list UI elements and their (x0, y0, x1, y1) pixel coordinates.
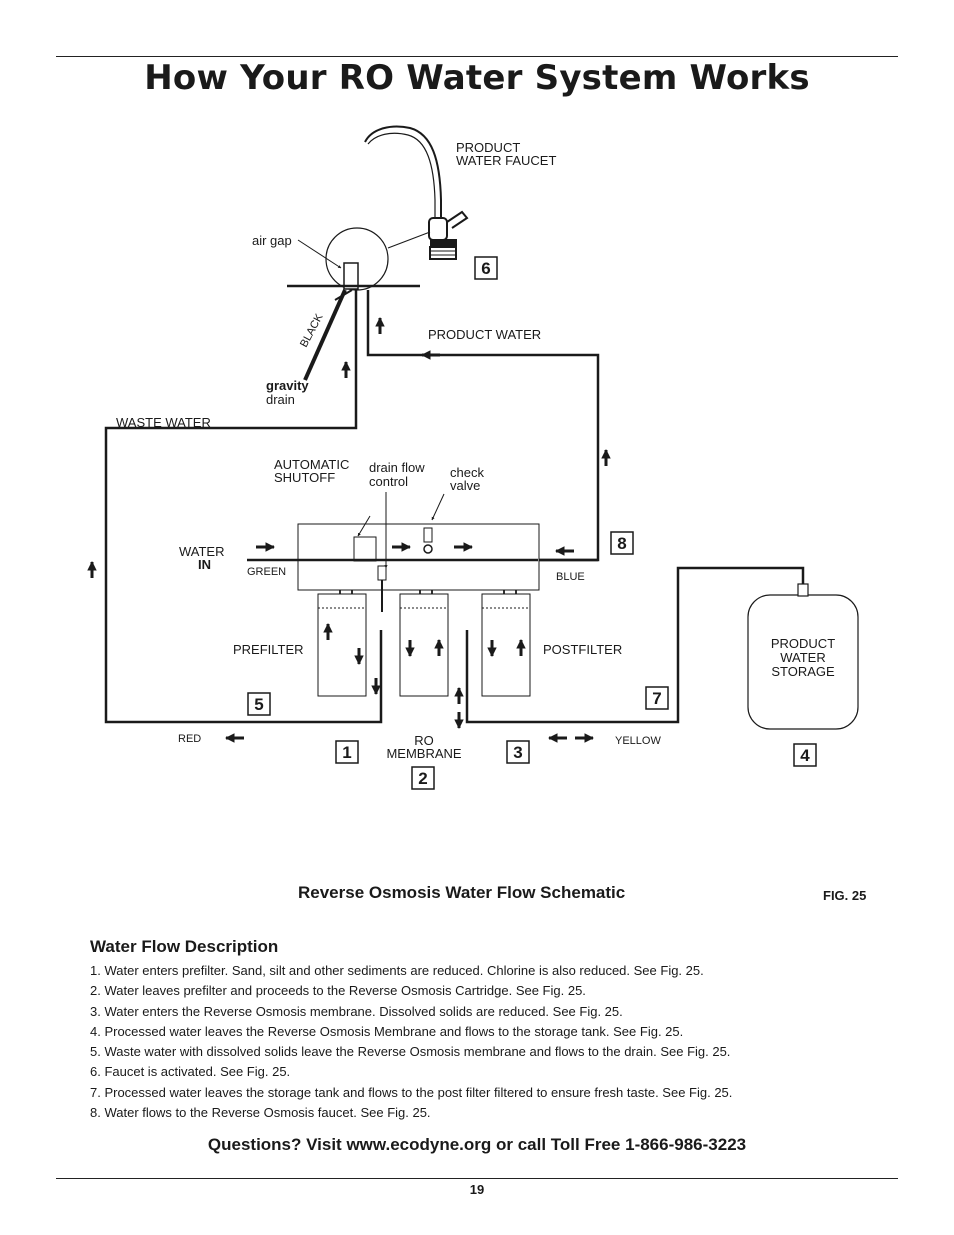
red-tube-label: RED (178, 733, 201, 745)
step-box-8 (610, 531, 634, 555)
flow-step: 6. Faucet is activated. See Fig. 25. (90, 1064, 291, 1080)
yellow-tube-label: YELLOW (615, 735, 661, 747)
description-heading: Water Flow Description (90, 937, 279, 956)
page-title: How Your RO Water System Works (144, 58, 810, 98)
postfilter-label: POSTFILTER (543, 642, 622, 657)
ro-membrane-line1: RO (414, 733, 434, 748)
flow-step: 3. Water enters the Reverse Osmosis memb… (90, 1003, 623, 1019)
step-box-2 (411, 766, 435, 790)
page-number: 19 (469, 1182, 485, 1197)
step-number-3: 3 (513, 743, 522, 762)
step-number-2: 2 (418, 769, 427, 788)
flow-step: 4. Processed water leaves the Reverse Os… (90, 1023, 684, 1039)
water-in-label: WATER (179, 544, 225, 559)
ro-flow-schematic: PRODUCT WATER FAUCET air gap BLACK PRODU… (87, 125, 859, 790)
check-valve-line2: valve (450, 478, 480, 493)
step-box-4 (793, 743, 817, 767)
in-label: IN (198, 557, 211, 572)
drain-flow-line2: control (369, 474, 408, 489)
step-box-3 (506, 740, 530, 764)
flow-step: 5. Waste water with dissolved solids lea… (90, 1044, 731, 1060)
faucet-graphic (364, 125, 469, 260)
step-box-5 (247, 692, 271, 716)
faucet-label-line1: PRODUCT (456, 140, 520, 155)
step-number-6: 6 (481, 259, 490, 278)
flow-arrows (87, 317, 611, 743)
drain-flow-line1: drain flow (369, 460, 425, 475)
figure-label: FIG. 25 (823, 888, 867, 903)
product-water-label: PRODUCT WATER (428, 327, 541, 342)
air-gap-graphic (287, 227, 431, 381)
contact-line: Questions? Visit www.ecodyne.org or call… (207, 1135, 747, 1154)
step-number-7: 7 (652, 689, 661, 708)
schematic-caption: Reverse Osmosis Water Flow Schematic (298, 883, 626, 902)
waste-water-label: WASTE WATER (116, 415, 211, 430)
step-number-5: 5 (254, 695, 263, 714)
air-gap-label: air gap (252, 233, 292, 248)
flow-step: 1. Water enters prefilter. Sand, silt an… (90, 963, 704, 978)
faucet-label-line2: WATER FAUCET (456, 153, 556, 168)
filter-housing (297, 523, 540, 697)
step-number-1: 1 (342, 743, 351, 762)
flow-step: 2. Water leaves prefilter and proceeds t… (90, 983, 586, 999)
top-rule (56, 56, 898, 57)
step-number-8: 8 (617, 534, 626, 553)
storage-tank (747, 583, 859, 730)
step-box-1 (335, 740, 359, 764)
storage-label-line3: STORAGE (771, 664, 835, 679)
auto-shutoff-line1: AUTOMATIC (274, 457, 349, 472)
bottom-rule (56, 1178, 898, 1179)
flow-step: 7. Processed water leaves the storage ta… (90, 1084, 733, 1100)
flow-step-list: 1. Water enters prefilter. Sand, silt an… (90, 961, 732, 1123)
storage-label-line2: WATER (780, 650, 826, 665)
drain-label: drain (266, 392, 295, 407)
step-box-6 (474, 256, 498, 280)
step-box-7 (645, 686, 669, 710)
prefilter-label: PREFILTER (233, 642, 304, 657)
blue-tube-label: BLUE (556, 571, 585, 583)
gravity-label: gravity (266, 378, 309, 393)
green-tube-label: GREEN (247, 566, 286, 578)
storage-label-line1: PRODUCT (771, 636, 835, 651)
piping (104, 290, 805, 724)
ro-membrane-line2: MEMBRANE (386, 746, 461, 761)
flow-step: 8. Water flows to the Reverse Osmosis fa… (90, 1105, 431, 1121)
auto-shutoff-line2: SHUTOFF (274, 470, 335, 485)
step-number-4: 4 (800, 746, 810, 765)
check-valve-line1: check (450, 465, 484, 480)
